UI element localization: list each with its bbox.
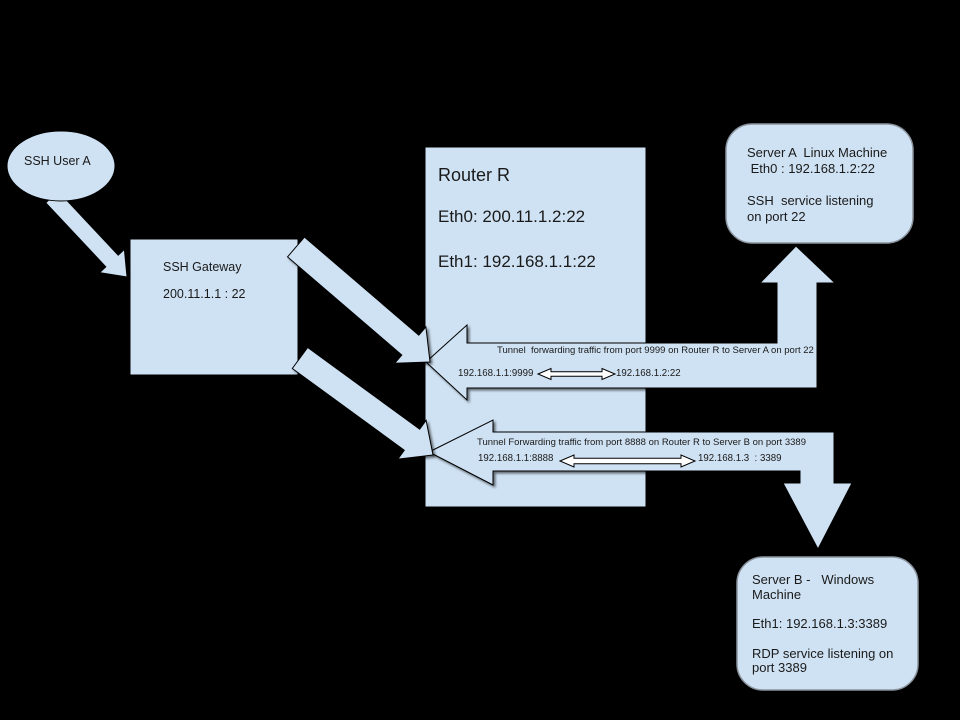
tunnel1-right-endpoint: 192.168.1.2:22 (616, 368, 681, 379)
server-a-box (725, 123, 914, 244)
server-b-details: Server B - Windows Machine Eth1: 192.168… (752, 572, 894, 676)
server-a-details: Server A Linux Machine Eth0 : 192.168.1.… (747, 145, 888, 224)
gateway-name-label: SSH Gateway (163, 260, 242, 274)
tunnel2-description: Tunnel Forwarding traffic from port 8888… (477, 437, 806, 448)
router-eth1-label: Eth1: 192.168.1.1:22 (438, 252, 596, 271)
flow-arrow-gateway-to-tunnel1 (286, 236, 431, 364)
tunnel2-left-endpoint: 192.168.1.1:8888 (478, 453, 554, 464)
flow-arrow-user-to-gateway (45, 190, 128, 278)
tunnel-band-to-server-a (425, 245, 837, 402)
router-name-label: Router R (438, 165, 511, 185)
flow-arrow-gateway-to-tunnel2 (291, 346, 434, 460)
router-eth0-label: Eth0: 200.11.1.2:22 (438, 207, 586, 226)
tunnel-band-to-server-b (427, 419, 853, 551)
ssh-user-label: SSH User A (24, 154, 91, 168)
ssh-gateway-box (129, 238, 299, 376)
ssh-user-ellipse (6, 130, 116, 202)
bidirectional-arrow-icon (536, 367, 617, 381)
tunnel1-description: Tunnel forwarding traffic from port 9999… (497, 345, 814, 356)
gateway-address-label: 200.11.1.1 : 22 (163, 287, 246, 301)
bidirectional-arrow-icon (558, 454, 697, 468)
tunnel2-right-endpoint: 192.168.1.3 : 3389 (698, 453, 782, 464)
tunnel1-left-endpoint: 192.168.1.1:9999 (458, 368, 534, 379)
server-b-box (736, 556, 919, 691)
